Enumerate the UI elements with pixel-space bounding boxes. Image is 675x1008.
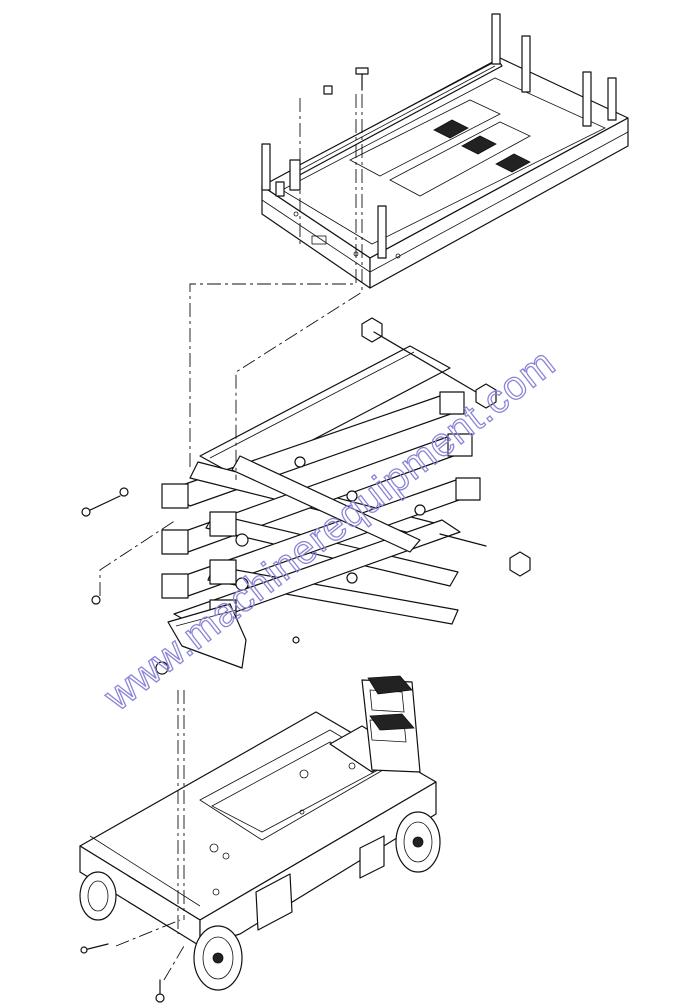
fasteners-left: [81, 487, 300, 675]
slider-blocks: [361, 317, 531, 577]
leader-lines: [99, 94, 363, 981]
deck-posts: [261, 13, 617, 259]
scissor-arms: [165, 395, 477, 627]
platform-deck: [261, 13, 629, 289]
pivot-pins: [235, 456, 426, 591]
scissor-arm-stack: [161, 317, 531, 669]
deck-grates: [433, 119, 531, 173]
front-wheels: [79, 871, 243, 991]
fasteners-top: [323, 67, 369, 95]
arm-end-caps: [161, 391, 481, 625]
fasteners-bottom: [80, 943, 165, 1003]
ladder: [361, 675, 421, 773]
rear-wheels: [395, 811, 441, 873]
